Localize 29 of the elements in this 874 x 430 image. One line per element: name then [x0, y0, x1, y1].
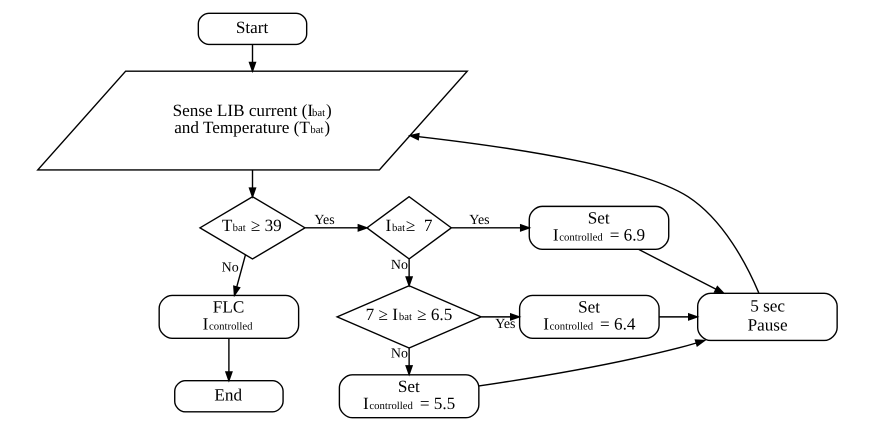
node-box: Set Icontrolled = 5.5 — [338, 374, 480, 418]
arrow — [478, 338, 706, 386]
arrow — [450, 223, 531, 232]
arrow — [404, 348, 413, 376]
node-box: End — [174, 380, 284, 412]
arrow — [638, 248, 726, 294]
node-box: FLC Icontrolled — [158, 294, 299, 339]
edge-label: No — [221, 260, 238, 276]
node-diamond: 7 ≥ Ibat ≥ 6.5 — [334, 284, 482, 348]
arrow — [248, 170, 256, 198]
arrow — [304, 223, 368, 232]
node-box: 5 sec Pause — [696, 292, 838, 341]
edge-label: Yes — [314, 212, 334, 228]
arrow — [407, 132, 759, 293]
arrow — [404, 258, 413, 288]
arrow — [480, 312, 521, 320]
edge-label: Yes — [494, 316, 515, 332]
edge-label: No — [390, 346, 408, 361]
arrow — [248, 44, 256, 73]
arrow — [658, 312, 699, 320]
arrow — [224, 338, 232, 382]
node-diamond: Tbat ≥ 39 — [198, 195, 306, 260]
arrow — [232, 254, 246, 297]
edge-label: Yes — [468, 212, 490, 228]
node-diamond: Ibat≥ 7 — [365, 195, 452, 260]
node-box: Set Icontrolled = 6.4 — [518, 294, 660, 339]
edge-label: No — [390, 257, 408, 272]
node-box: Set Icontrolled = 6.9 — [528, 205, 669, 250]
node-box: Start — [197, 12, 307, 45]
